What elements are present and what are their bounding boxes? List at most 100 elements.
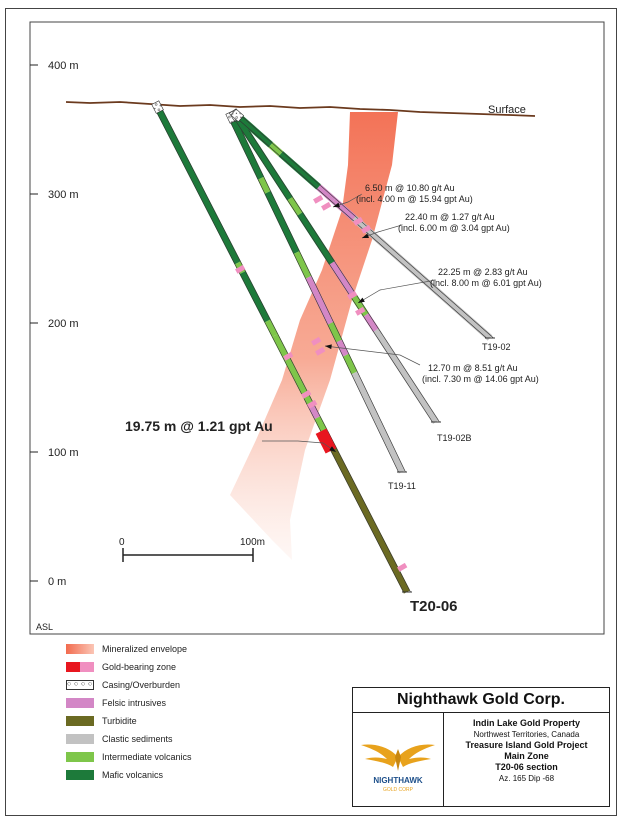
legend-swatch-turbidite bbox=[66, 716, 94, 726]
company-name: Nighthawk Gold Corp. bbox=[353, 688, 609, 713]
legend-swatch-intermediate bbox=[66, 752, 94, 762]
gold-bearing-tick bbox=[315, 346, 326, 356]
intercept-1-line1: 6.50 m @ 10.80 g/t Au bbox=[365, 183, 455, 193]
hole-segment-inter bbox=[314, 416, 328, 434]
hawk-icon: NIGHTHAWK GOLD CORP bbox=[361, 744, 435, 793]
hole-segment-felsic bbox=[305, 275, 334, 325]
scale-end-label: 100m bbox=[240, 537, 265, 548]
hole-segment-felsic bbox=[331, 197, 357, 221]
axis-tick-label: 0 m bbox=[48, 576, 66, 588]
gold-bearing-tick bbox=[301, 389, 312, 399]
hole-outline bbox=[234, 115, 487, 339]
gold-bearing-tick bbox=[307, 399, 318, 409]
casing-marker bbox=[230, 108, 245, 123]
orientation: Az. 165 Dip -68 bbox=[498, 774, 555, 783]
legend-item-clastic: Clastic sediments bbox=[66, 730, 326, 748]
hole-segment-felsic bbox=[316, 184, 337, 203]
legend-item-envelope: Mineralized envelope bbox=[66, 640, 326, 658]
intercept-3-line1: 22.25 m @ 2.83 g/t Au bbox=[438, 267, 528, 277]
hole-label-t19-02b: T19-02B bbox=[437, 433, 472, 443]
drill-hole-t20-06 bbox=[151, 100, 412, 594]
arrow-head bbox=[325, 344, 332, 350]
hole-outline bbox=[232, 115, 433, 423]
legend: Mineralized envelope Gold-bearing zone C… bbox=[66, 640, 326, 784]
legend-label: Turbidite bbox=[102, 716, 137, 726]
hole-segment-inter bbox=[268, 142, 284, 157]
gold-bearing-tick bbox=[355, 306, 366, 316]
hole-segment-clastic bbox=[373, 328, 439, 424]
drill-hole-t19-02 bbox=[230, 108, 495, 341]
hole-segment-mafic bbox=[264, 190, 300, 255]
hole-segment-mafic bbox=[278, 151, 321, 190]
axis-tick-label: 300 m bbox=[48, 189, 79, 201]
legend-item-casing: Casing/Overburden bbox=[66, 676, 326, 694]
scale-bar: 0 100m bbox=[119, 537, 265, 562]
hole-segment-inter bbox=[342, 353, 358, 375]
hole-segment-inter bbox=[327, 321, 343, 343]
hole-segment-clastic bbox=[351, 371, 406, 474]
gold-bearing-tick bbox=[311, 336, 322, 346]
surface-line bbox=[65, 101, 536, 117]
gold-bearing-tick bbox=[353, 216, 364, 226]
arrow-head bbox=[358, 297, 365, 303]
gold-bearing-tick bbox=[397, 562, 408, 572]
hole-segment-felsic bbox=[329, 260, 357, 299]
leader-intercept-4 bbox=[324, 345, 421, 366]
arrow-head bbox=[362, 233, 369, 238]
leader-intercept-5 bbox=[262, 440, 337, 453]
logo-sub: GOLD CORP bbox=[383, 787, 414, 793]
axis-tick-label: 200 m bbox=[48, 318, 79, 330]
casing-marker bbox=[151, 100, 164, 114]
legend-item-gold-zone: Gold-bearing zone bbox=[66, 658, 326, 676]
legend-swatch-clastic bbox=[66, 734, 94, 744]
legend-item-felsic: Felsic intrusives bbox=[66, 694, 326, 712]
logo-name: NIGHTHAWK bbox=[373, 776, 423, 785]
hole-outline bbox=[154, 107, 404, 593]
hole-outline bbox=[235, 117, 406, 473]
intercept-4-line1: 12.70 m @ 8.51 g/t Au bbox=[428, 363, 518, 373]
hole-segment-mafic bbox=[154, 106, 241, 265]
drill-hole-t19-11 bbox=[225, 110, 407, 474]
intercept-2-line2: (incl. 6.00 m @ 3.04 gpt Au) bbox=[398, 223, 510, 233]
elevation-axis: 400 m 300 m 200 m 100 m 0 m bbox=[30, 60, 79, 588]
hole-segment-mafic bbox=[235, 113, 274, 148]
hole-segment-inter bbox=[271, 333, 314, 405]
hole-segment-inter bbox=[257, 176, 271, 194]
gold-bearing-tick bbox=[321, 201, 332, 211]
gold-bearing-tick bbox=[283, 351, 294, 361]
hole-segment-mafic bbox=[228, 116, 265, 180]
title-block: Nighthawk Gold Corp. NIGHTHAWK GOLD CORP… bbox=[352, 687, 610, 807]
arrow-head bbox=[333, 202, 340, 208]
hole-segment-inter bbox=[287, 196, 303, 216]
legend-label: Intermediate volcanics bbox=[102, 752, 192, 762]
legend-swatch-casing bbox=[66, 680, 94, 690]
hole-segment-inter bbox=[293, 251, 312, 279]
axis-tick-label: 400 m bbox=[48, 60, 79, 72]
hole-label-t20-06: T20-06 bbox=[410, 598, 458, 615]
map-frame bbox=[5, 8, 617, 816]
legend-item-intermediate: Intermediate volcanics bbox=[66, 748, 326, 766]
datum-label: ASL bbox=[36, 622, 53, 632]
legend-label: Gold-bearing zone bbox=[102, 662, 177, 672]
hole-label-t19-11: T19-11 bbox=[388, 481, 416, 491]
legend-label: Mineralized envelope bbox=[102, 644, 188, 654]
intercept-1-line2: (incl. 4.00 m @ 15.94 gpt Au) bbox=[356, 194, 473, 204]
leader-intercept-3 bbox=[357, 279, 437, 304]
hole-segment-clastic bbox=[351, 215, 493, 341]
drill-holes bbox=[151, 100, 495, 594]
legend-swatch-envelope bbox=[66, 644, 94, 654]
legend-item-turbidite: Turbidite bbox=[66, 712, 326, 730]
axis-tick-label: 100 m bbox=[48, 447, 79, 459]
hole-segment-inter bbox=[264, 319, 279, 338]
legend-item-mafic: Mafic volcanics bbox=[66, 766, 326, 784]
gold-bearing-tick bbox=[313, 194, 324, 204]
legend-label: Felsic intrusives bbox=[102, 698, 167, 708]
plot-frame bbox=[29, 21, 605, 635]
intercept-2-line1: 22.40 m @ 1.27 g/t Au bbox=[405, 212, 495, 222]
legend-swatch-gold-zone bbox=[66, 662, 94, 672]
legend-swatch-mafic bbox=[66, 770, 94, 780]
surface-label: Surface bbox=[488, 104, 526, 116]
legend-label: Mafic volcanics bbox=[102, 770, 164, 780]
gold-bearing-tick bbox=[361, 224, 372, 234]
